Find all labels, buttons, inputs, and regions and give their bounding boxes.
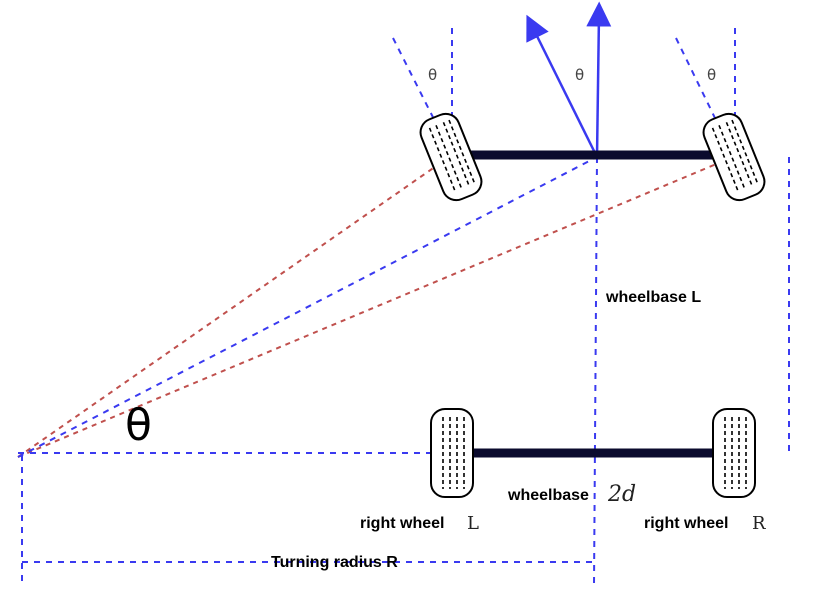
track-width-symbol: 2d bbox=[607, 482, 636, 507]
front-right-wheel bbox=[702, 112, 766, 202]
red-line-to-left-front-wheel bbox=[17, 154, 453, 458]
wheelbase-L-label: wheelbase L bbox=[605, 289, 701, 306]
rear-left-wheel bbox=[430, 408, 474, 498]
right-wheel-right-symbol: R bbox=[752, 513, 766, 534]
theta-center-label: θ bbox=[575, 66, 584, 84]
front-left-wheel bbox=[419, 112, 483, 202]
right-wheel-left-label: right wheel bbox=[360, 515, 444, 532]
theta-right-label: θ bbox=[707, 66, 716, 84]
right-wheel-left-symbol: L bbox=[467, 513, 479, 534]
center-vertical-arrow bbox=[586, 1, 612, 158]
track-width-label: wheelbase bbox=[507, 487, 589, 504]
theta-left-label: θ bbox=[428, 66, 437, 84]
turning-radius-label: Turning radius R bbox=[271, 554, 398, 571]
center-vertical-line bbox=[593, 156, 598, 586]
blue-line-to-front-axle-center bbox=[17, 156, 598, 458]
center-steer-arrow bbox=[526, 14, 599, 158]
theta-turning-angle-label: θ bbox=[125, 400, 152, 451]
rear-right-wheel bbox=[712, 408, 756, 498]
right-wheel-right-label: right wheel bbox=[644, 515, 728, 532]
